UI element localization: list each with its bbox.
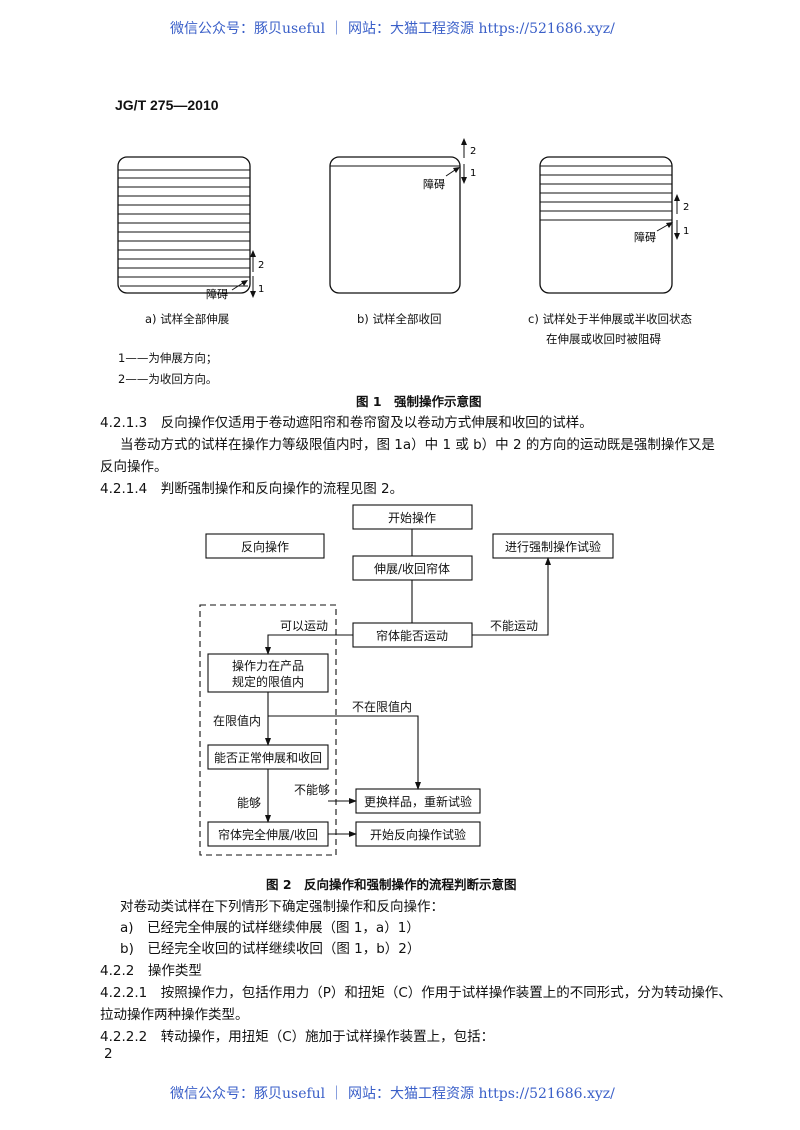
- clause-4-2-2-1-line1: 4.2.2.1 按照操作力，包括作用力（P）和扭矩（C）作用于试样操作装置上的不…: [100, 985, 732, 1001]
- standard-code: JG/T 275—2010: [115, 97, 219, 113]
- fc-reverse: 反向操作: [241, 539, 289, 554]
- fc-label-movable: 可以运动: [280, 619, 328, 633]
- fc-can-move: 帘体能否运动: [376, 628, 448, 643]
- paragraph-rolling-line1: 当卷动方式的试样在操作力等级限值内时，图 1a）中 1 或 b）中 2 的方向的…: [120, 437, 715, 453]
- fc-normal-op: 能否正常伸展和收回: [214, 751, 322, 765]
- box-reverse: [205, 533, 325, 559]
- reverse-operation-region: [199, 604, 337, 856]
- fc-replace: 更换样品，重新试验: [364, 794, 472, 809]
- fig1c-label-2: 2: [683, 202, 689, 213]
- figure1c-panel: 2 1 障碍: [539, 156, 689, 294]
- clause-4-2-2-2: 4.2.2.2 转动操作，用扭矩（C）施加于试样操作装置上，包括：: [100, 1029, 495, 1045]
- fc-force-limit-line1: 操作力在产品: [232, 658, 304, 673]
- clause-4-2-2-1-line2: 拉动操作两种操作类型。: [100, 1007, 249, 1023]
- fig1-legend-2: 2——为收回方向。: [118, 372, 218, 386]
- box-forced-test: [492, 533, 614, 559]
- figure1a-panel: 2 1 障碍: [117, 156, 264, 301]
- fig1b-label-2: 2: [470, 146, 476, 157]
- section-4-2-2-heading: 4.2.2 操作类型: [100, 963, 202, 979]
- fig1-caption-a: a) 试样全部伸展: [145, 312, 230, 326]
- fig1-caption-c-line1: c) 试样处于半伸展或半收回状态: [528, 312, 692, 326]
- fc-force-limit-line2: 规定的限值内: [232, 674, 304, 689]
- paragraph-intro: 对卷动类试样在下列情形下确定强制操作和反向操作：: [120, 899, 444, 915]
- fc-label-not-within-limit: 不在限值内: [352, 699, 412, 714]
- fc-label-cannot-move: 不能运动: [490, 619, 538, 633]
- figure2-flowchart: 开始操作 反向操作 伸展/收回帘体 进行强制操作试验 帘体能否运动 操作力在产品…: [199, 504, 614, 856]
- fig2-title: 图 2 反向操作和强制操作的流程判断示意图: [266, 877, 517, 892]
- paragraph-rolling-line2: 反向操作。: [100, 459, 168, 475]
- fc-label-able: 能够: [237, 796, 261, 810]
- fc-start-reverse: 开始反向操作试验: [370, 827, 466, 842]
- page-number: 2: [104, 1046, 113, 1062]
- fc-label-not-able: 不能够: [294, 783, 330, 797]
- list-item-b: b) 已经完全收回的试样继续收回（图 1，b）2）: [120, 941, 421, 957]
- fig1-legend-1: 1——为伸展方向；: [118, 351, 218, 365]
- fig1a-label-1: 1: [258, 284, 264, 295]
- fig1c-obstacle-label: 障碍: [634, 230, 656, 244]
- watermark-bottom: 微信公众号：豚贝useful ｜ 网站：大猫工程资源 https://52168…: [170, 1086, 615, 1102]
- list-item-a: a) 已经完全伸展的试样继续伸展（图 1，a）1）: [120, 920, 420, 936]
- fc-label-within-limit: 在限值内: [213, 713, 261, 728]
- fc-fully: 帘体完全伸展/收回: [218, 827, 318, 842]
- fc-forced-test: 进行强制操作试验: [505, 539, 601, 554]
- fig1-title: 图 1 强制操作示意图: [356, 394, 482, 409]
- fig1b-label-1: 1: [470, 168, 476, 179]
- clause-4-2-1-4: 4.2.1.4 判断强制操作和反向操作的流程见图 2。: [100, 481, 404, 497]
- fc-start: 开始操作: [388, 510, 436, 525]
- fig1-caption-b: b) 试样全部收回: [357, 312, 442, 326]
- fig1b-obstacle-label: 障碍: [423, 177, 445, 191]
- figure1-drawing: 2 1 障碍 2 1 障碍 2 1 障碍: [117, 138, 689, 301]
- fc-extend-retract: 伸展/收回帘体: [374, 561, 450, 576]
- clause-4-2-1-3: 4.2.1.3 反向操作仅适用于卷动遮阳帘和卷帘窗及以卷动方式伸展和收回的试样。: [100, 415, 593, 431]
- fig1-caption-c-line2: 在伸展或收回时被阻碍: [546, 332, 661, 346]
- figure1b-panel: 2 1 障碍: [329, 138, 476, 294]
- fig1c-label-1: 1: [683, 226, 689, 237]
- fig1a-label-2: 2: [258, 260, 264, 271]
- fig1a-obstacle-label: 障碍: [206, 287, 228, 301]
- watermark-top: 微信公众号：豚贝useful ｜ 网站：大猫工程资源 https://52168…: [170, 21, 615, 37]
